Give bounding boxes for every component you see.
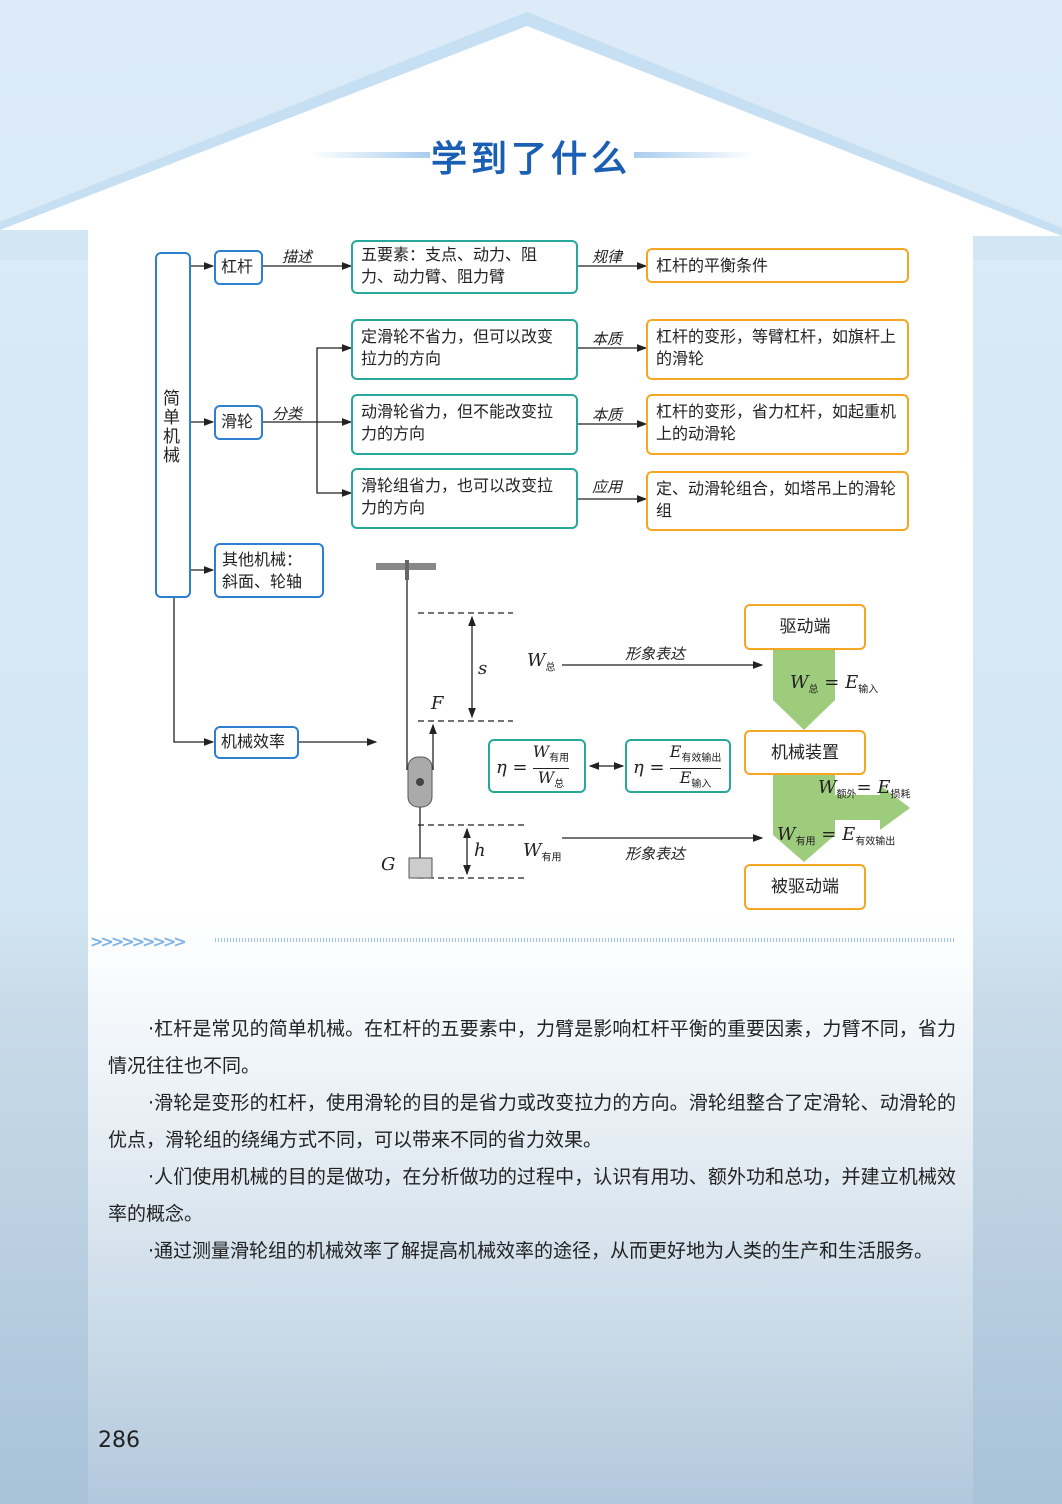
w: W bbox=[790, 672, 809, 693]
eta: η = bbox=[633, 757, 665, 779]
sub: 有用 bbox=[541, 852, 562, 864]
e: E bbox=[679, 768, 692, 788]
eq: = bbox=[824, 672, 840, 693]
mechanism-box: 机械装置 bbox=[744, 730, 866, 775]
sub: 总 bbox=[545, 662, 556, 674]
sub: 额外 bbox=[836, 789, 857, 801]
eq: = bbox=[856, 777, 872, 798]
e: E bbox=[845, 672, 859, 693]
e: E bbox=[877, 777, 891, 798]
label-s: s bbox=[478, 658, 488, 679]
w: W bbox=[523, 840, 542, 861]
pulley-type-movable: 动滑轮省力，但不能改变拉力的方向 bbox=[351, 394, 578, 455]
root-label: 简单机械 bbox=[163, 389, 180, 466]
paragraph-3: ·人们使用机械的目的是做功，在分析做功的过程中，认识有用功、额外功和总功，并建立… bbox=[108, 1166, 956, 1225]
sub: 总 bbox=[808, 684, 819, 696]
pulley-type-block: 滑轮组省力，也可以改变拉力的方向 bbox=[351, 468, 578, 529]
pulley-type-fixed: 定滑轮不省力，但可以改变拉力的方向 bbox=[351, 319, 578, 380]
root-node: 简单机械 bbox=[155, 252, 191, 598]
section-divider bbox=[215, 938, 955, 942]
sub: 有效输出 bbox=[681, 753, 722, 765]
flow-w-useful: W有用 = E有效输出 bbox=[777, 824, 895, 848]
edge-essence-2: 本质 bbox=[592, 406, 623, 424]
flow-w-extra: W额外= E损耗 bbox=[818, 777, 910, 801]
w-useful-left: W有用 bbox=[523, 840, 562, 864]
lever-node: 杠杆 bbox=[214, 250, 263, 285]
page-number: 286 bbox=[98, 1428, 140, 1453]
sub: 输入 bbox=[858, 684, 879, 696]
edge-classify: 分类 bbox=[272, 405, 303, 423]
image-expr-top: 形象表达 bbox=[625, 645, 686, 663]
sub: 有用 bbox=[549, 753, 570, 765]
efficiency-node: 机械效率 bbox=[214, 726, 299, 759]
edge-describe: 描述 bbox=[282, 248, 313, 266]
lever-rule: 杠杆的平衡条件 bbox=[646, 248, 909, 283]
page-title: 学到了什么 bbox=[430, 139, 631, 180]
lever-elements: 五要素：支点、动力、阻力、动力臂、阻力臂 bbox=[351, 240, 578, 294]
edge-rule: 规律 bbox=[592, 248, 623, 266]
label-F: F bbox=[431, 693, 444, 714]
w-total-left: W总 bbox=[527, 650, 556, 674]
pulley-result-movable: 杠杆的变形，省力杠杆，如起重机上的动滑轮 bbox=[646, 394, 909, 455]
paragraph-4: ·通过测量滑轮组的机械效率了解提高机械效率的途径，从而更好地为人类的生产和生活服… bbox=[148, 1240, 934, 1262]
edge-essence-1: 本质 bbox=[592, 330, 623, 348]
sub: 输入 bbox=[691, 779, 712, 791]
w: W bbox=[532, 742, 550, 761]
title-deco-right bbox=[634, 152, 754, 158]
pulley-result-fixed: 杠杆的变形，等臂杠杆，如旗杆上的滑轮 bbox=[646, 319, 909, 380]
image-expr-bottom: 形象表达 bbox=[625, 845, 686, 863]
label-G: G bbox=[381, 854, 396, 875]
roof-shape bbox=[0, 12, 1062, 260]
driving-end-box: 驱动端 bbox=[744, 604, 866, 650]
paragraph-1: ·杠杆是常见的简单机械。在杠杆的五要素中，力臂是影响杠杆平衡的重要因素，力臂不同… bbox=[108, 1018, 956, 1077]
w: W bbox=[537, 768, 555, 788]
sub: 总 bbox=[554, 779, 565, 791]
w: W bbox=[777, 824, 796, 845]
w: W bbox=[818, 777, 837, 798]
e: E bbox=[842, 824, 856, 845]
sub: 有效输出 bbox=[855, 836, 896, 848]
w: W bbox=[527, 650, 546, 671]
eq: = bbox=[821, 824, 837, 845]
sub: 有用 bbox=[795, 836, 816, 848]
driven-end-box: 被驱动端 bbox=[744, 864, 866, 910]
pulley-node: 滑轮 bbox=[214, 405, 263, 440]
section-chevrons: >>>>>>>>> bbox=[90, 932, 187, 951]
flow-w-total: W总 = E输入 bbox=[790, 672, 878, 696]
other-machines-node: 其他机械：斜面、轮轴 bbox=[214, 543, 324, 598]
e: E bbox=[669, 742, 682, 761]
eta: η = bbox=[496, 757, 528, 779]
paragraph-2: ·滑轮是变形的杠杆，使用滑轮的目的是省力或改变拉力的方向。滑轮组整合了定滑轮、动… bbox=[108, 1092, 956, 1151]
label-h: h bbox=[474, 840, 486, 861]
diagram-lines bbox=[173, 262, 910, 879]
edge-application: 应用 bbox=[592, 478, 623, 496]
sub: 损耗 bbox=[890, 789, 911, 801]
pulley-result-block: 定、动滑轮组合，如塔吊上的滑轮组 bbox=[646, 471, 909, 531]
title-deco-left bbox=[310, 152, 430, 158]
